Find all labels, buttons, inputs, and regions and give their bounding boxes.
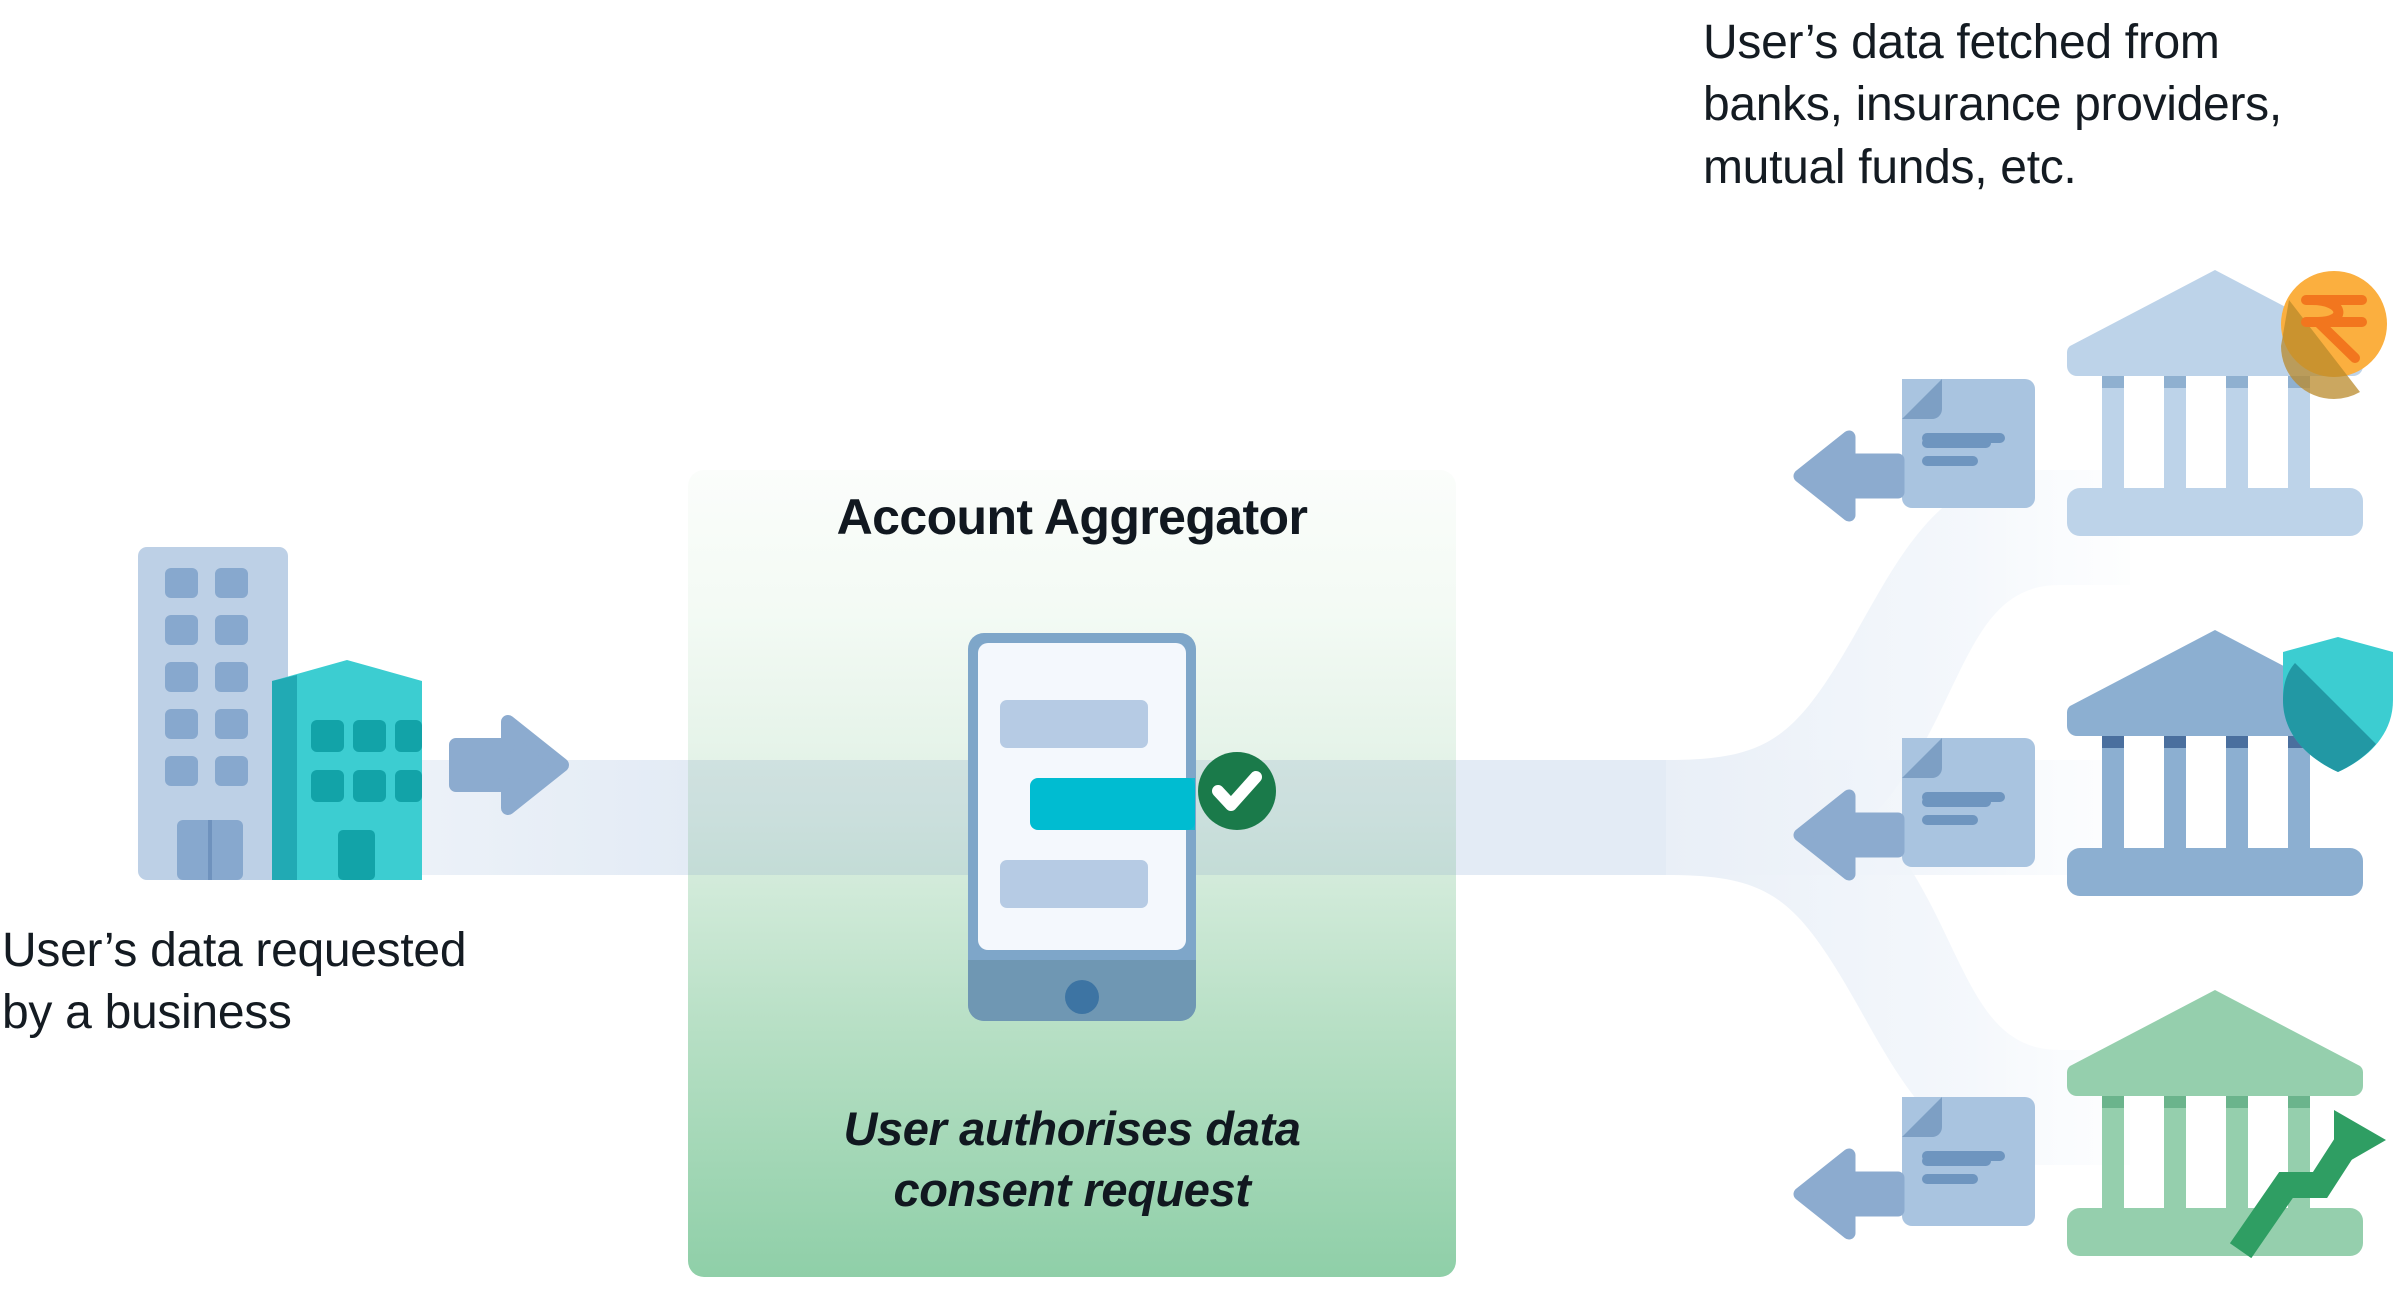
arrow-right-icon: [449, 715, 569, 815]
arrow-left-insurance-icon: [1793, 789, 1905, 881]
bank-institution-icon: [2067, 270, 2387, 536]
placeholder-bar-bottom: [1000, 860, 1148, 908]
document-insurance-icon: [1902, 738, 2035, 867]
panel-caption: User authorises data consent request: [843, 1102, 1301, 1217]
check-circle-icon: [1198, 752, 1276, 830]
right-caption: User’s data fetched from banks, insuranc…: [1703, 16, 2282, 194]
left-caption: User’s data requested by a business: [2, 924, 467, 1040]
document-mutual-fund-icon: [1902, 1097, 2035, 1226]
mutual-fund-institution-icon: [2067, 990, 2386, 1259]
consent-bar: [1030, 778, 1195, 830]
phone-mockup: [968, 633, 1196, 1021]
insurance-institution-icon: [2067, 630, 2393, 896]
page-title: Account Aggregator: [836, 489, 1308, 545]
arrow-left-bank-icon: [1793, 430, 1905, 522]
business-building-icon: [272, 660, 422, 880]
document-bank-icon: [1902, 379, 2035, 508]
arrow-left-mutual-fund-icon: [1793, 1148, 1905, 1240]
office-tower-icon: [138, 547, 288, 880]
flow-band-branching: [1456, 470, 2130, 1165]
placeholder-bar-top: [1000, 700, 1148, 748]
